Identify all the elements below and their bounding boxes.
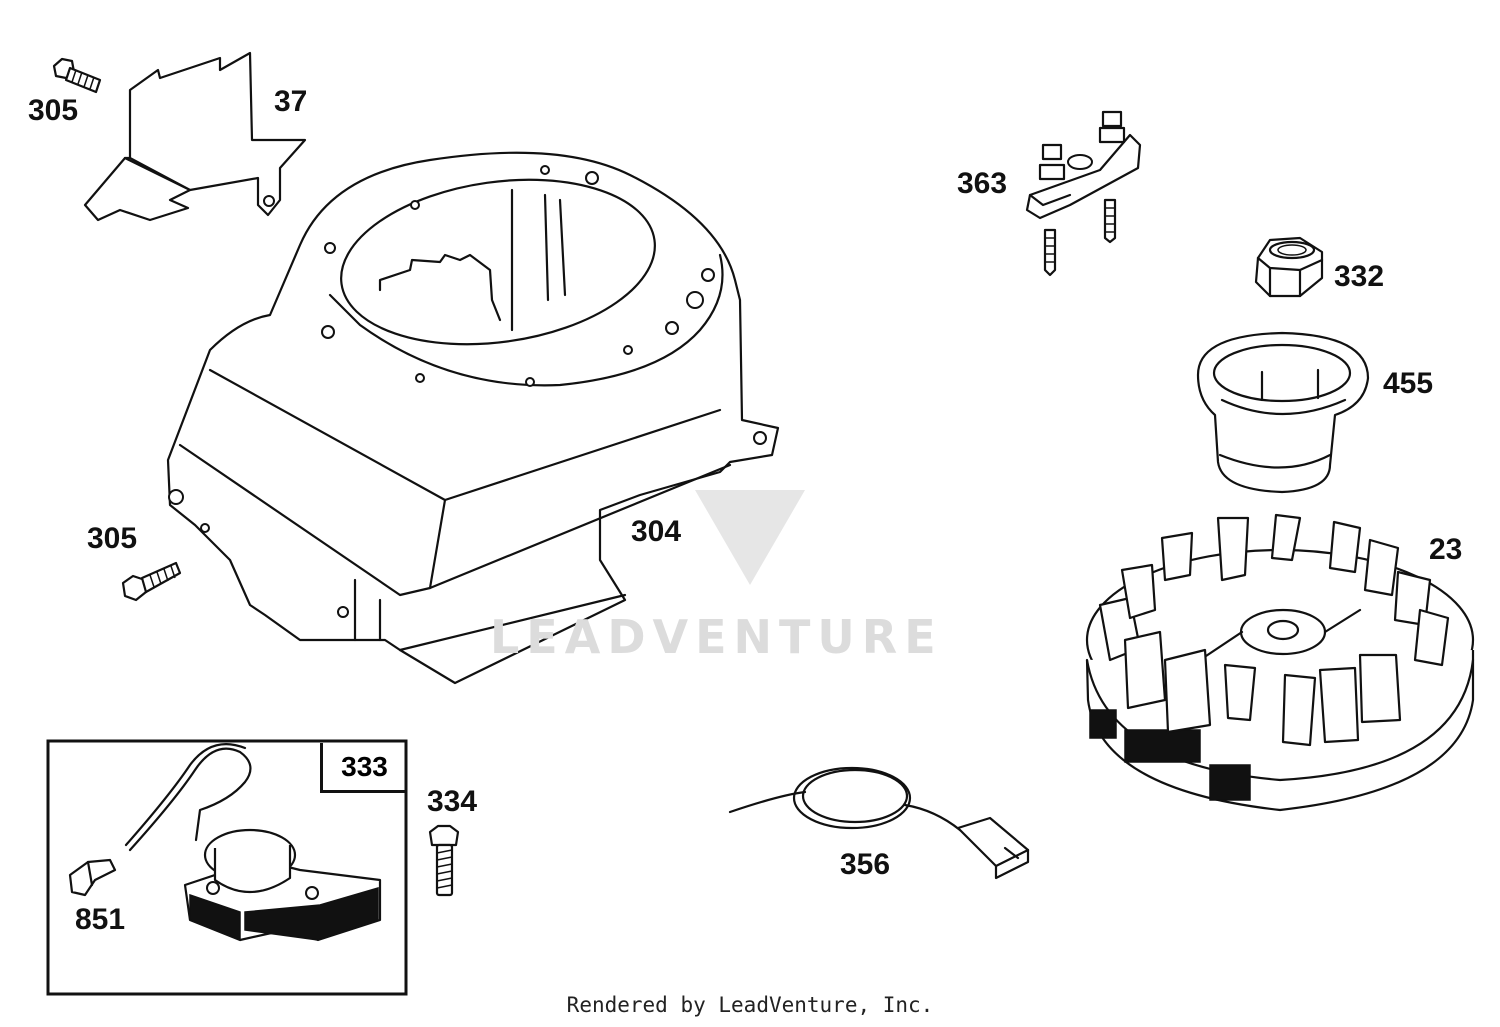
screw-icon	[428, 824, 460, 897]
hex-nut-icon	[1254, 236, 1324, 298]
label-304: 304	[631, 515, 682, 548]
armature-box	[46, 739, 408, 996]
label-23: 23	[1429, 533, 1463, 566]
rectifier-bracket-icon	[1025, 110, 1142, 277]
bolt-icon	[52, 57, 102, 94]
label-305-left: 305	[87, 522, 138, 555]
label-356: 356	[840, 848, 891, 881]
label-37: 37	[274, 85, 308, 118]
footer-credit: Rendered by LeadVenture, Inc.	[566, 993, 934, 1017]
air-guide-icon	[83, 51, 307, 222]
label-333: 333	[320, 743, 406, 793]
label-332: 332	[1334, 260, 1385, 293]
label-851: 851	[75, 903, 126, 936]
label-363: 363	[957, 167, 1008, 200]
watermark-text: LEADVENTURE	[490, 610, 943, 664]
label-334: 334	[427, 785, 478, 818]
ground-wire-icon	[728, 766, 1030, 880]
starter-cup-icon	[1196, 331, 1370, 494]
blower-housing-icon	[166, 151, 780, 685]
armature-icon	[124, 743, 382, 942]
label-455: 455	[1383, 367, 1434, 400]
spark-plug-terminal-icon	[68, 858, 117, 897]
label-305-top: 305	[28, 94, 79, 127]
flywheel-icon	[1085, 513, 1475, 812]
bolt-icon	[121, 561, 182, 602]
